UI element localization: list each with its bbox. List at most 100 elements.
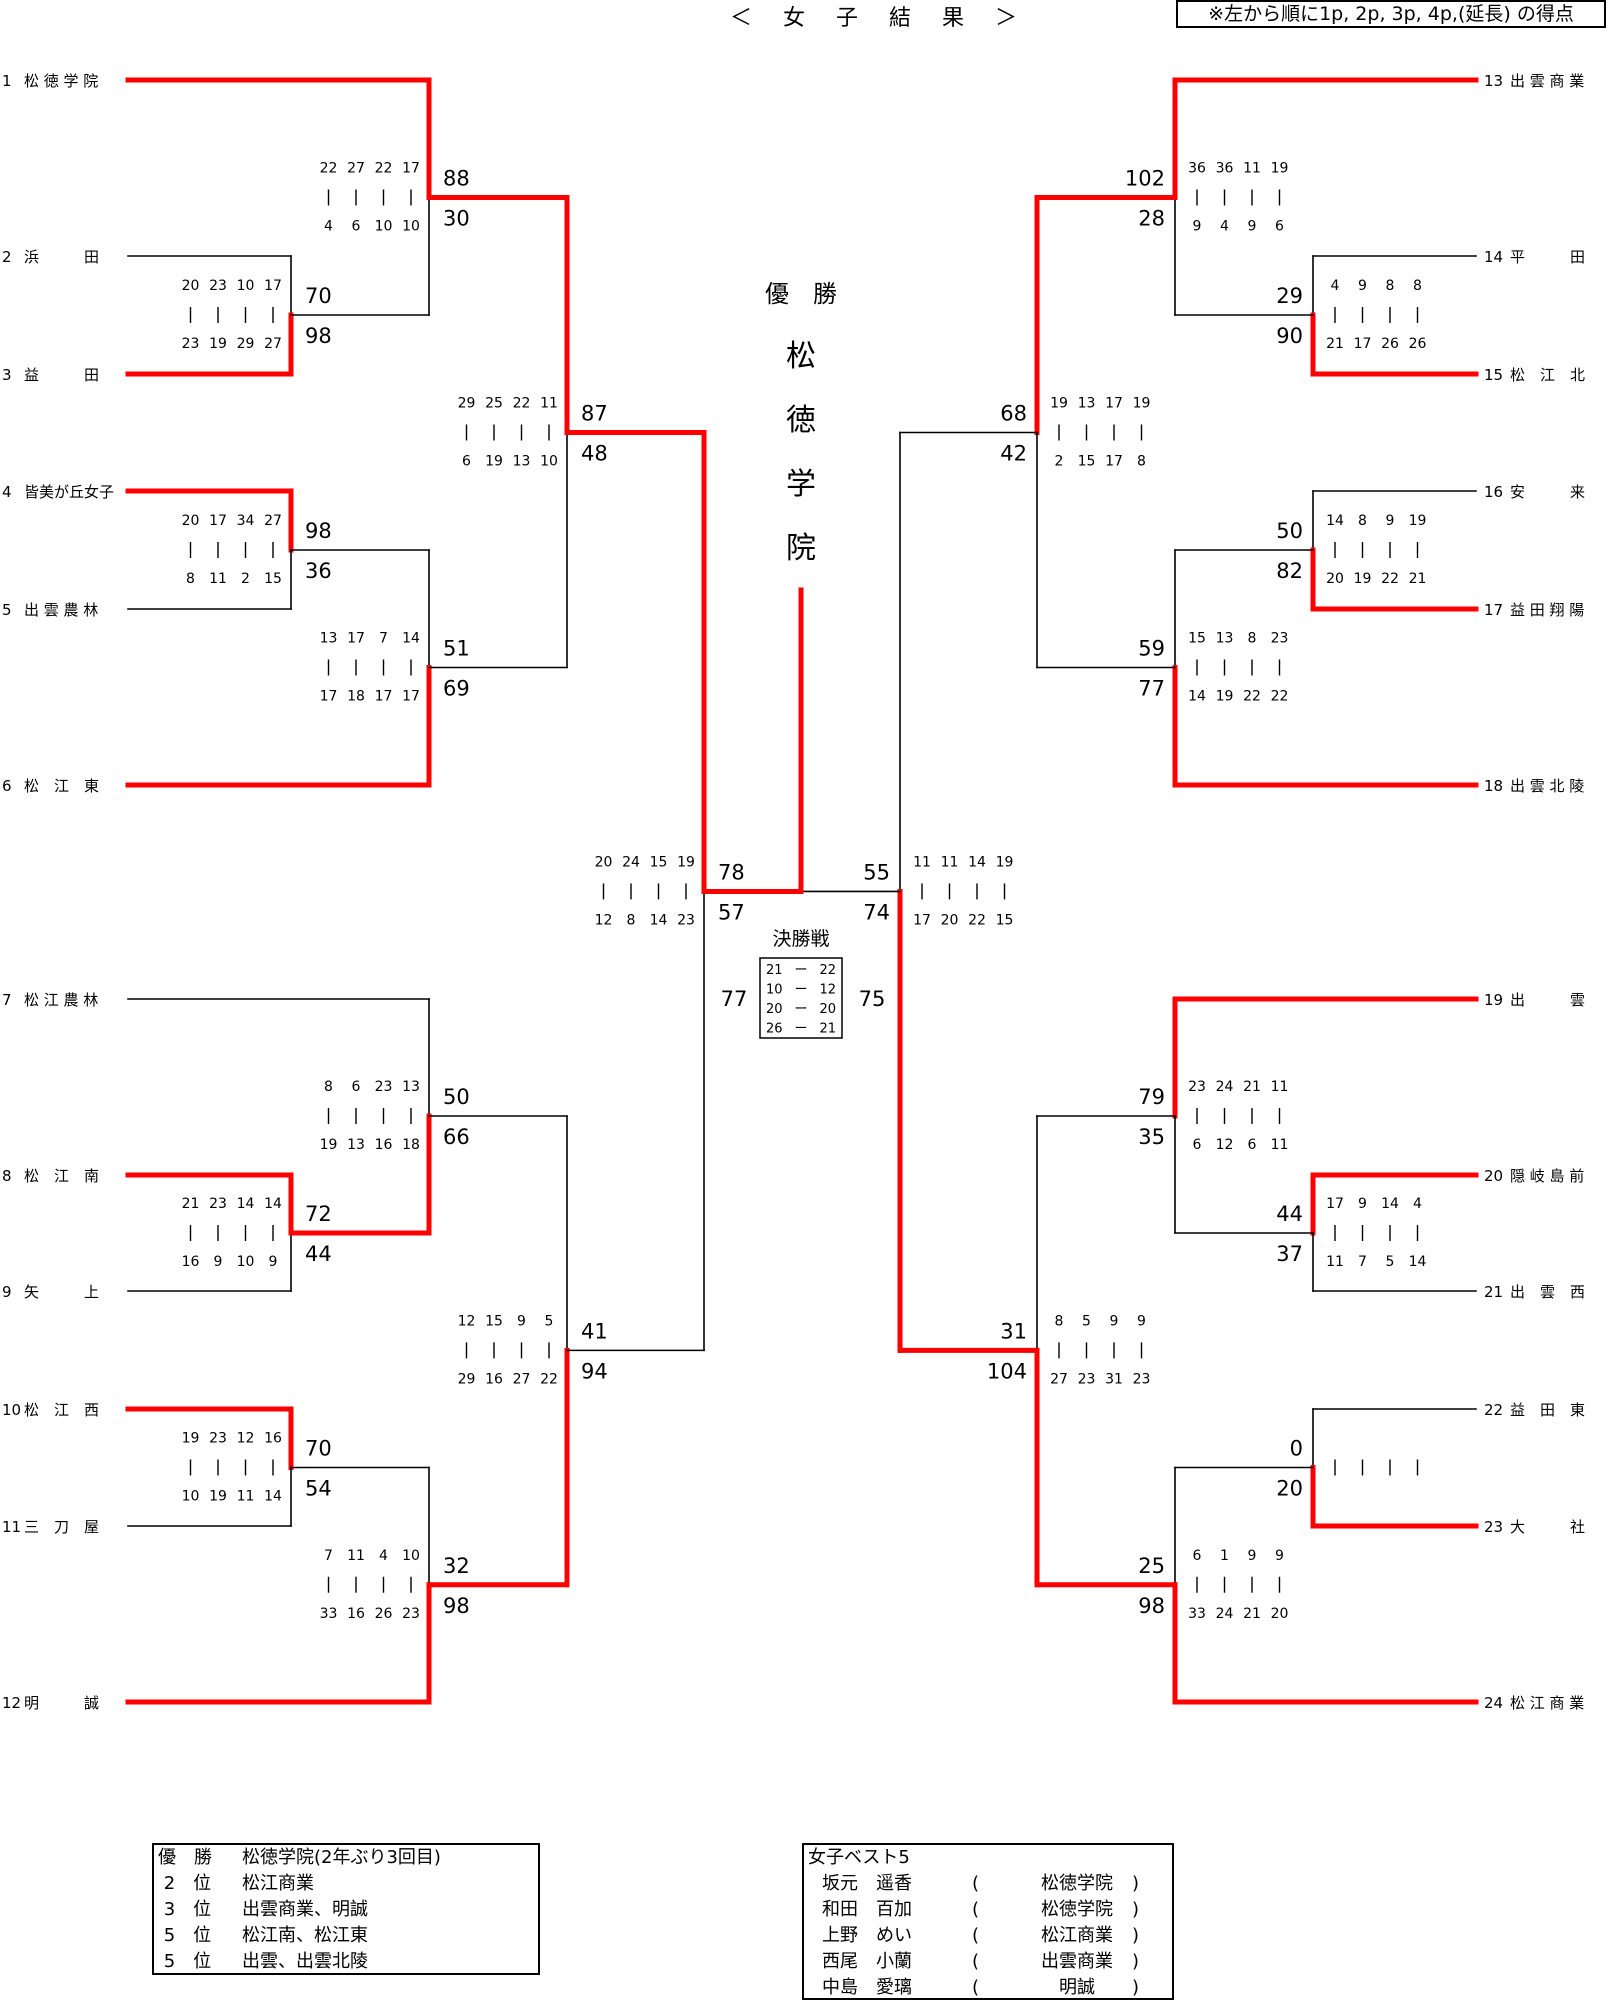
quarter-score-bottom: 11 bbox=[1271, 1137, 1289, 1153]
results-box: 優 勝松徳学院(2年ぶり3回目) 2 位松江商業 3 位出雲商業、明誠 5 位松… bbox=[152, 1843, 540, 1975]
score-bottom: 37 bbox=[1276, 1242, 1303, 1266]
quarter-score-bottom: 18 bbox=[347, 689, 365, 705]
team-seed: 3 bbox=[2, 366, 12, 384]
quarter-score-bottom: 17 bbox=[402, 689, 420, 705]
quarter-score-bottom: 12 bbox=[595, 912, 613, 928]
quarter-score-top: 19 bbox=[1271, 161, 1289, 177]
player-school: 松江商業 bbox=[1041, 1925, 1113, 1946]
team-seed: 17 bbox=[1484, 601, 1503, 619]
score-bottom: 57 bbox=[718, 900, 745, 924]
score-bottom: 104 bbox=[987, 1359, 1027, 1383]
team-name: 出 雲 西 bbox=[1510, 1283, 1585, 1301]
quarter-score-top: 27 bbox=[347, 161, 365, 177]
quarter-score-top: 13 bbox=[1216, 631, 1234, 647]
quarter-score-top: 22 bbox=[320, 161, 338, 177]
quarter-score-top: 15 bbox=[485, 1313, 503, 1329]
best5-row: 坂元 遥香(松徳学院) bbox=[808, 1871, 1168, 1897]
quarter-score-top: 9 bbox=[1110, 1313, 1119, 1329]
final-quarter-right: 22 bbox=[819, 963, 836, 978]
quarter-score-bottom: 33 bbox=[320, 1606, 338, 1622]
team-name: 皆美が丘女子 bbox=[24, 483, 114, 501]
quarter-score-top: 17 bbox=[209, 513, 227, 529]
best5-box: 女子ベスト5 坂元 遥香(松徳学院) 和田 百加(松徳学院) 上野 めい(松江商… bbox=[802, 1843, 1174, 2000]
quarter-score-top: 20 bbox=[595, 854, 613, 870]
quarter-score-bottom: 16 bbox=[375, 1137, 393, 1153]
team-seed: 2 bbox=[2, 248, 12, 266]
quarter-score-top: 14 bbox=[402, 631, 420, 647]
team-seed: 10 bbox=[2, 1401, 21, 1419]
quarter-score-top: 9 bbox=[1358, 278, 1367, 294]
quarter-score-bottom: 17 bbox=[1354, 336, 1372, 352]
quarter-score-top: 14 bbox=[264, 1196, 282, 1212]
quarter-score-bottom: 26 bbox=[375, 1606, 393, 1622]
quarter-score-note: ※左から順に1p, 2p, 3p, 4p,(延長) の得点 bbox=[1176, 0, 1606, 28]
quarter-score-bottom: 19 bbox=[209, 336, 227, 352]
quarter-score-bottom: 2 bbox=[1055, 454, 1064, 470]
paren-close: ) bbox=[1132, 1977, 1140, 1998]
quarter-score-bottom: 5 bbox=[1386, 1254, 1395, 1270]
final-label: 決勝戦 bbox=[772, 928, 829, 950]
player-name: 西尾 小蘭 bbox=[822, 1951, 912, 1972]
quarter-score-bottom: 19 bbox=[1216, 689, 1234, 705]
quarter-score-top: 36 bbox=[1216, 161, 1234, 177]
final-quarter-box bbox=[759, 957, 843, 1039]
quarter-score-top: 17 bbox=[1105, 396, 1123, 412]
quarter-score-bottom: 19 bbox=[209, 1489, 227, 1505]
score-top: 98 bbox=[305, 519, 332, 543]
quarter-score-bottom: 12 bbox=[1216, 1137, 1234, 1153]
quarter-score-top: 17 bbox=[1326, 1196, 1344, 1212]
quarter-score-bottom: 11 bbox=[237, 1489, 255, 1505]
best5-row: 上野 めい(松江商業) bbox=[808, 1923, 1168, 1949]
quarter-score-bottom: 21 bbox=[1409, 571, 1427, 587]
quarter-score-bottom: 9 bbox=[269, 1254, 278, 1270]
team-name: 浜 田 bbox=[24, 248, 99, 266]
quarter-score-bottom: 4 bbox=[324, 219, 333, 235]
score-top: 59 bbox=[1138, 637, 1165, 661]
quarter-score-top: 11 bbox=[1271, 1079, 1289, 1095]
team-name: 松 江 南 bbox=[24, 1167, 99, 1185]
team-name: 大 社 bbox=[1510, 1518, 1585, 1536]
result-rank: 3 位 bbox=[158, 1899, 212, 1920]
final-quarter-dash: ー bbox=[794, 983, 807, 998]
final-quarter-left: 20 bbox=[766, 1002, 783, 1017]
team-seed: 16 bbox=[1484, 483, 1503, 501]
score-top: 102 bbox=[1125, 167, 1165, 191]
team-seed: 6 bbox=[2, 777, 12, 795]
score-bottom: 98 bbox=[305, 324, 332, 348]
quarter-score-bottom: 23 bbox=[1078, 1371, 1096, 1387]
quarter-score-bottom: 26 bbox=[1381, 336, 1399, 352]
quarter-score-bottom: 21 bbox=[1243, 1606, 1261, 1622]
quarter-score-bottom: 8 bbox=[627, 912, 636, 928]
quarter-score-top: 7 bbox=[379, 631, 388, 647]
team-name: 明 誠 bbox=[24, 1694, 99, 1712]
team-name: 隠 岐 島 前 bbox=[1510, 1167, 1584, 1185]
score-top: 87 bbox=[581, 402, 608, 426]
score-top: 78 bbox=[718, 860, 745, 884]
champion-label: 優 勝 bbox=[765, 280, 837, 308]
quarter-score-bottom: 14 bbox=[1188, 689, 1206, 705]
team-name: 出 雲 商 業 bbox=[1510, 72, 1584, 90]
score-top: 50 bbox=[1276, 519, 1303, 543]
quarter-score-top: 21 bbox=[182, 1196, 200, 1212]
quarter-score-top: 11 bbox=[1243, 161, 1261, 177]
quarter-score-bottom: 16 bbox=[485, 1371, 503, 1387]
result-row: 5 位出雲、出雲北陵 bbox=[158, 1949, 534, 1975]
team-name: 松 江 北 bbox=[1510, 366, 1585, 384]
quarter-score-top: 22 bbox=[375, 161, 393, 177]
quarter-score-bottom: 6 bbox=[352, 219, 361, 235]
quarter-score-bottom: 26 bbox=[1409, 336, 1427, 352]
player-name: 中島 愛璃 bbox=[822, 1977, 912, 1998]
score-top: 70 bbox=[305, 284, 332, 308]
score-top: 72 bbox=[305, 1202, 332, 1226]
quarter-score-bottom: 17 bbox=[1105, 454, 1123, 470]
quarter-score-top: 23 bbox=[209, 1196, 227, 1212]
quarter-score-bottom: 6 bbox=[462, 454, 471, 470]
quarter-score-bottom: 7 bbox=[1358, 1254, 1367, 1270]
quarter-score-top: 9 bbox=[1137, 1313, 1146, 1329]
quarter-score-top: 20 bbox=[182, 513, 200, 529]
quarter-score-top: 9 bbox=[1275, 1548, 1284, 1564]
player-name: 和田 百加 bbox=[822, 1899, 912, 1920]
quarter-score-top: 19 bbox=[996, 854, 1014, 870]
team-seed: 24 bbox=[1484, 1694, 1503, 1712]
